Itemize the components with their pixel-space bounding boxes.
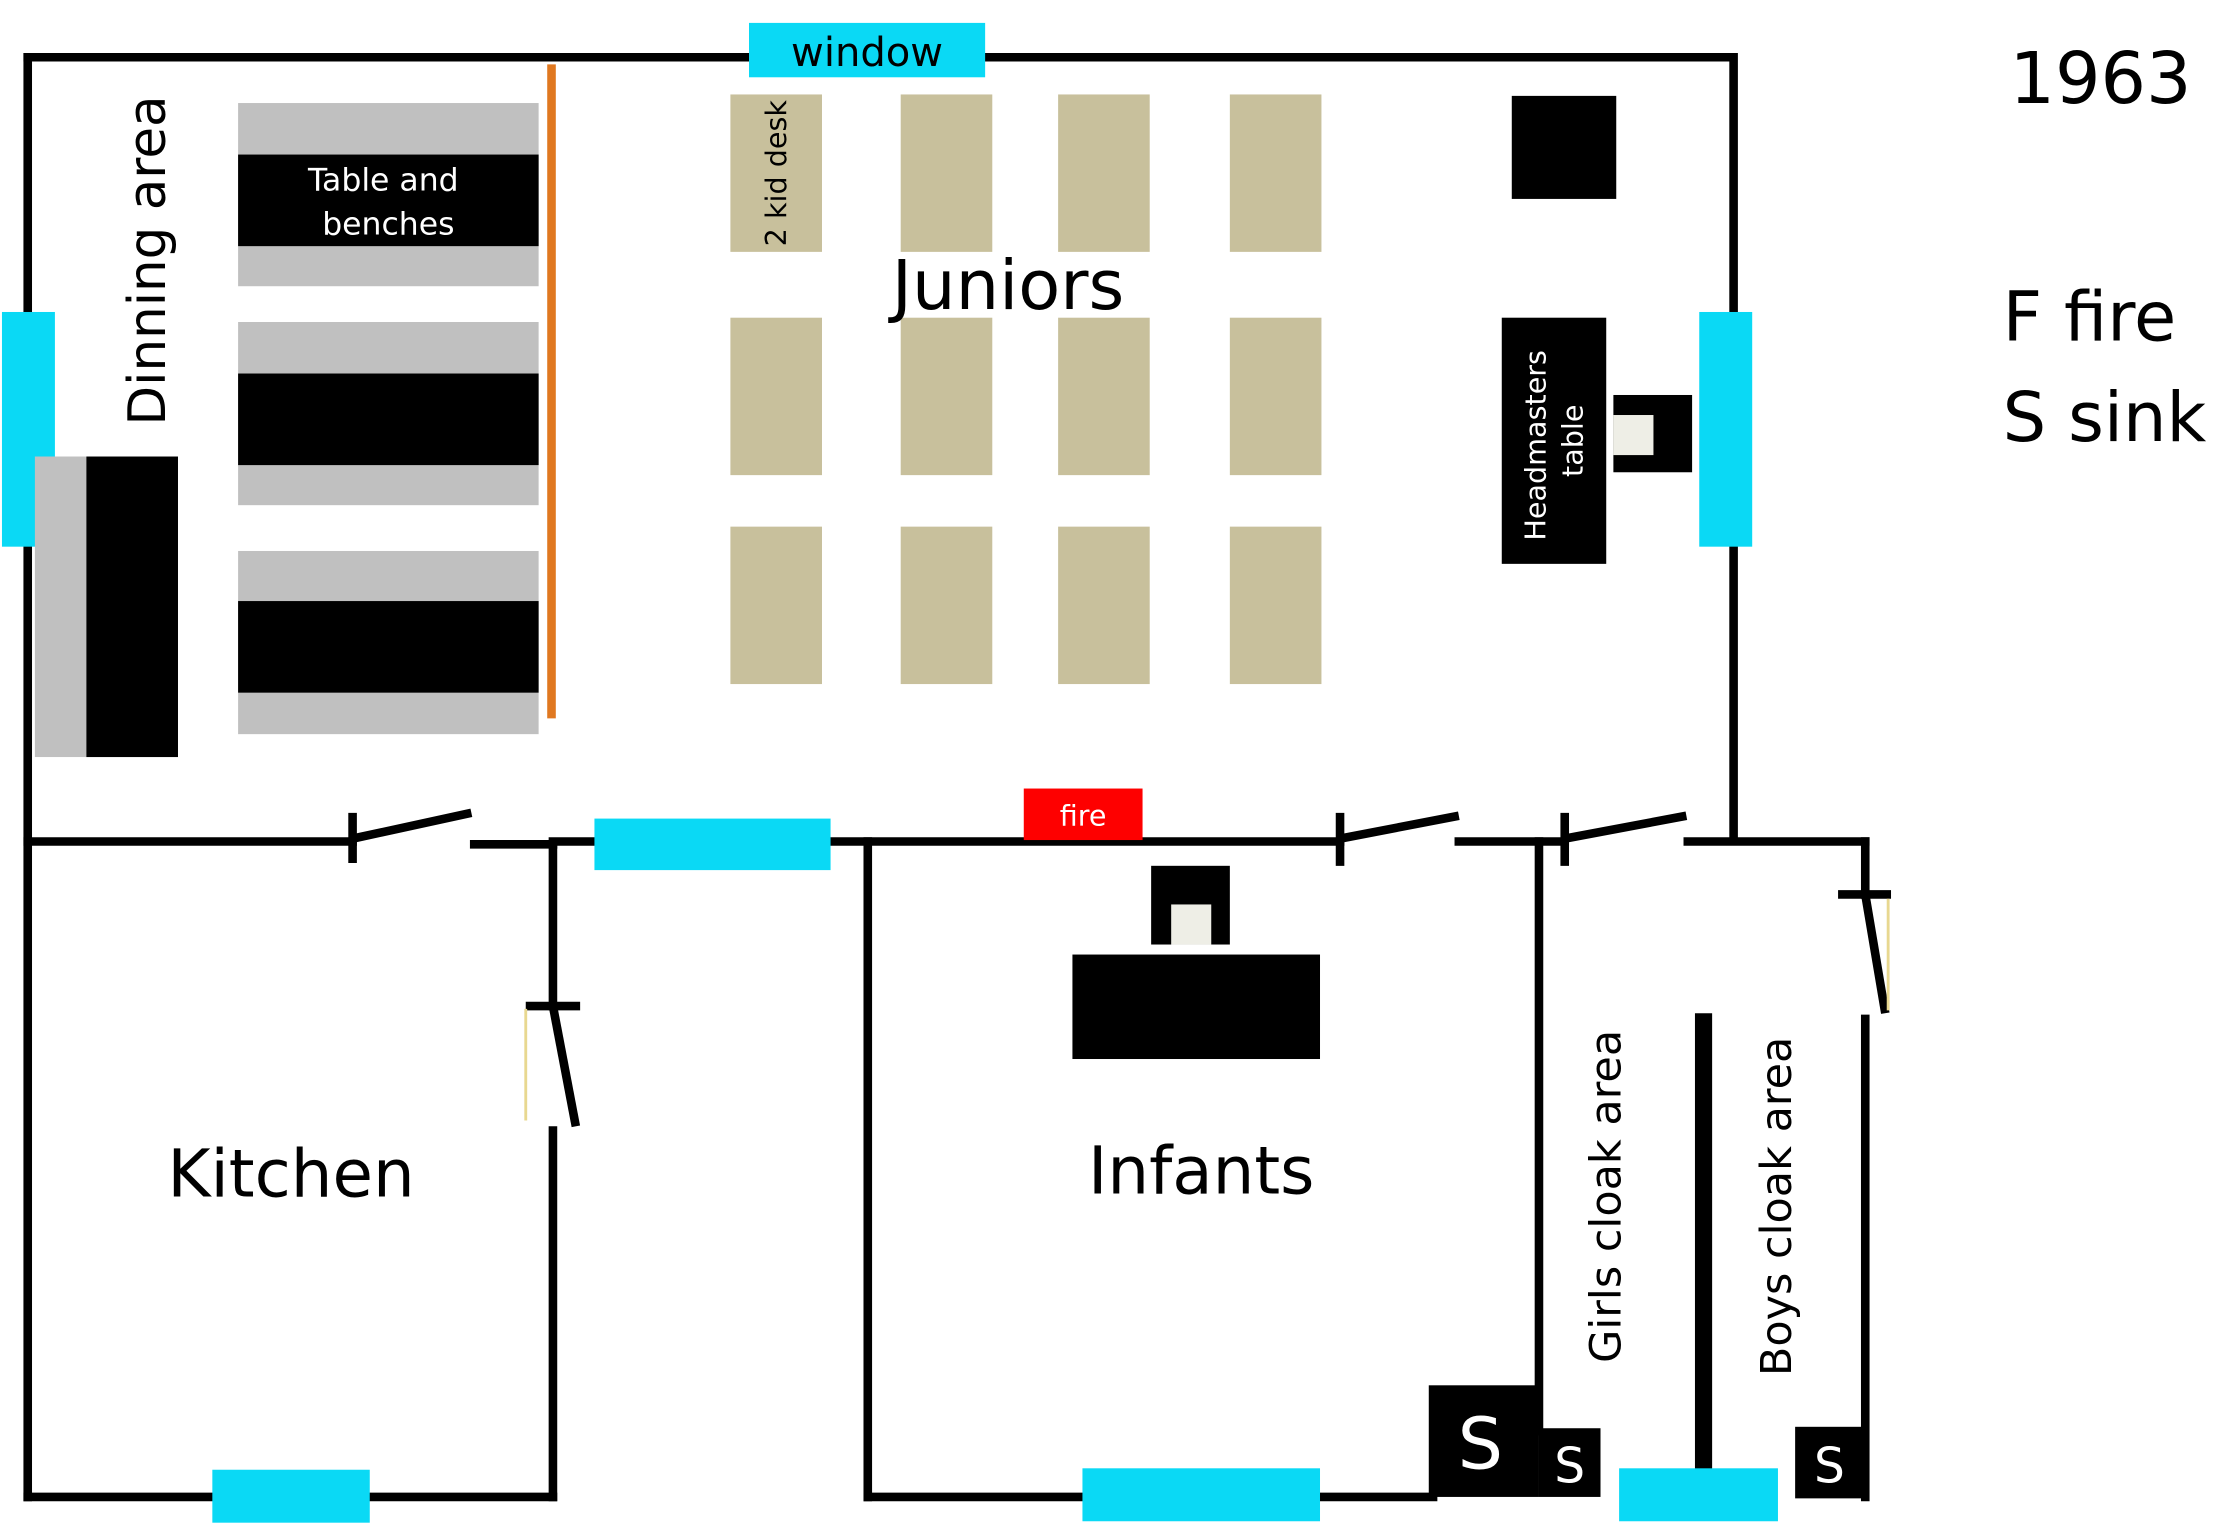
door-cloak-exterior <box>1838 890 1892 1014</box>
room-label-boys-cloak: Boys cloak area <box>1752 1037 1802 1376</box>
door-juniors-infants <box>1335 811 1460 866</box>
window-label: window <box>791 30 943 76</box>
cabinet <box>1511 95 1617 199</box>
doors <box>348 808 1892 1128</box>
desk <box>1229 94 1322 252</box>
desk <box>900 526 993 685</box>
sink-infants: S <box>1428 1385 1539 1497</box>
side-table <box>34 456 178 758</box>
windows: window <box>1 22 1778 1523</box>
door-dinning-kitchen <box>348 808 473 863</box>
sink-label: S <box>1554 1439 1585 1495</box>
desk <box>730 94 822 252</box>
table-and-benches-3 <box>238 550 539 735</box>
headmasters-table-label: Headmasters table <box>1518 341 1589 541</box>
desk <box>900 94 993 252</box>
window-right <box>1699 311 1753 547</box>
desk <box>1058 94 1150 252</box>
table-and-benches-1: Table and benches <box>238 103 539 287</box>
year-label: 1963 <box>2009 37 2191 120</box>
room-label-dinning: Dinning area <box>118 95 178 425</box>
table-benches-label: Table and benches <box>307 162 469 242</box>
desk <box>730 317 822 476</box>
fire-label: fire <box>1060 799 1107 833</box>
desk <box>1058 317 1150 476</box>
headmasters-table <box>1501 317 1607 564</box>
window-cloak <box>1619 1468 1778 1522</box>
dining-area: Table and benches Dinning area <box>34 64 556 758</box>
desk <box>1058 526 1150 685</box>
stove-infants <box>1151 865 1230 945</box>
desk <box>900 317 993 476</box>
sink-label: S <box>1458 1402 1503 1485</box>
sink-girls: S <box>1538 1428 1601 1497</box>
window-top <box>749 22 986 78</box>
room-label-kitchen: Kitchen <box>167 1135 414 1212</box>
sinks: S S S <box>1428 1385 1867 1499</box>
desk <box>730 526 822 685</box>
door-juniors-cloak <box>1560 811 1688 866</box>
table-and-benches-2 <box>238 321 539 506</box>
desk <box>1229 526 1322 685</box>
desk <box>1229 317 1322 476</box>
juniors-desks: 2 kid desk <box>730 94 1322 685</box>
window-kitchen <box>212 1469 370 1523</box>
room-label-infants: Infants <box>1088 1133 1314 1210</box>
kid-desk-label: 2 kid desk <box>759 100 793 247</box>
infants-furniture <box>1072 865 1321 1060</box>
fire-marker: fire <box>1023 788 1143 841</box>
sink-boys: S <box>1795 1426 1867 1499</box>
room-label-juniors: Juniors <box>888 246 1124 326</box>
window-hall <box>594 818 831 871</box>
door-kitchen-side <box>524 1001 581 1128</box>
window-infants <box>1082 1468 1321 1522</box>
headmaster-area: Headmasters table <box>1501 95 1693 564</box>
legend-sink: S sink <box>2003 378 2207 458</box>
infants-table <box>1072 954 1321 1060</box>
legend-fire: F fire <box>2003 278 2177 358</box>
room-label-girls-cloak: Girls cloak area <box>1582 1030 1632 1363</box>
sink-label: S <box>1814 1439 1845 1495</box>
stove-juniors <box>1613 394 1693 473</box>
